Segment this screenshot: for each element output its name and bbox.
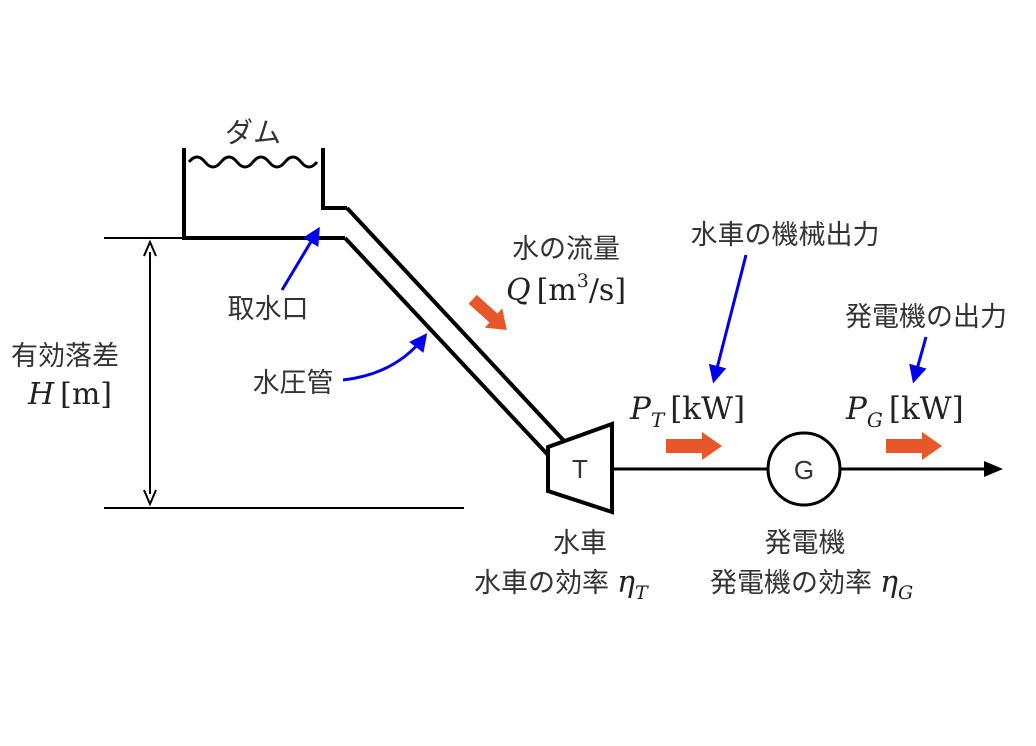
turbine-label: 水車 [553, 528, 607, 559]
turbine-shape [546, 421, 614, 515]
generator-label: 発電機 [765, 528, 846, 559]
head-arrow-top-icon [143, 239, 157, 257]
flow-arrow-icon [468, 294, 507, 331]
dam-reservoir [182, 148, 347, 240]
penstock-arrow-icon [342, 333, 428, 382]
pt-arrow-icon [666, 432, 722, 460]
intake-label: 取水口 [228, 294, 309, 325]
generator-output-arrow-icon [909, 336, 928, 384]
flow-symbol: Q[m3/s] [506, 270, 626, 308]
pt-symbol: PT[kW] [629, 391, 745, 432]
generator-mark: G [794, 455, 814, 485]
pg-symbol: PG[kW] [845, 391, 964, 432]
dam-label: ダム [225, 116, 281, 149]
intake-arrow-icon [280, 226, 320, 291]
generator-output-label: 発電機の出力 [845, 302, 1007, 333]
head-symbol: H[m] [27, 377, 112, 412]
turbine-mark: T [572, 454, 588, 484]
water-surface [187, 155, 319, 169]
turbine-output-label: 水車の機械出力 [691, 220, 880, 251]
head-arrow-bottom-icon [143, 489, 157, 507]
head-label: 有効落差 [11, 341, 119, 372]
pg-arrow-icon [886, 432, 942, 460]
penstock-label: 水圧管 [253, 368, 334, 399]
generator-circle [766, 431, 842, 507]
flow-label: 水の流量 [512, 234, 620, 265]
output-arrow-icon [984, 461, 1003, 477]
turbine-output-arrow-icon [708, 254, 748, 384]
